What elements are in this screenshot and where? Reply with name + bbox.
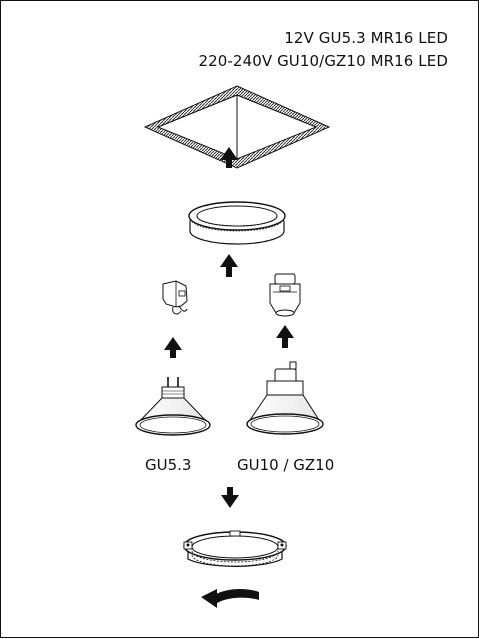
retaining-ring (188, 201, 286, 245)
header-line-2: 220-240V GU10/GZ10 MR16 LED (198, 52, 448, 70)
gu53-connector (162, 280, 188, 315)
gu10-lampholder (269, 273, 301, 317)
rotate-arrow-icon (201, 588, 259, 608)
arrow-up-icon (220, 254, 238, 277)
arrow-down-icon (221, 487, 239, 508)
gu10-bulb (246, 361, 324, 435)
header-line-1: 12V GU5.3 MR16 LED (284, 29, 448, 47)
header: 12V GU5.3 MR16 LED 220-240V GU10/GZ10 MR… (198, 27, 448, 73)
ceiling-trim (143, 85, 331, 169)
gu53-label: GU5.3 (145, 456, 192, 474)
gu53-bulb (135, 377, 211, 436)
gu10-label: GU10 / GZ10 (237, 456, 335, 474)
arrow-up-icon (164, 337, 182, 358)
arrow-up-icon (220, 147, 238, 168)
arrow-up-icon (276, 325, 294, 348)
mounting-collar (183, 530, 287, 567)
